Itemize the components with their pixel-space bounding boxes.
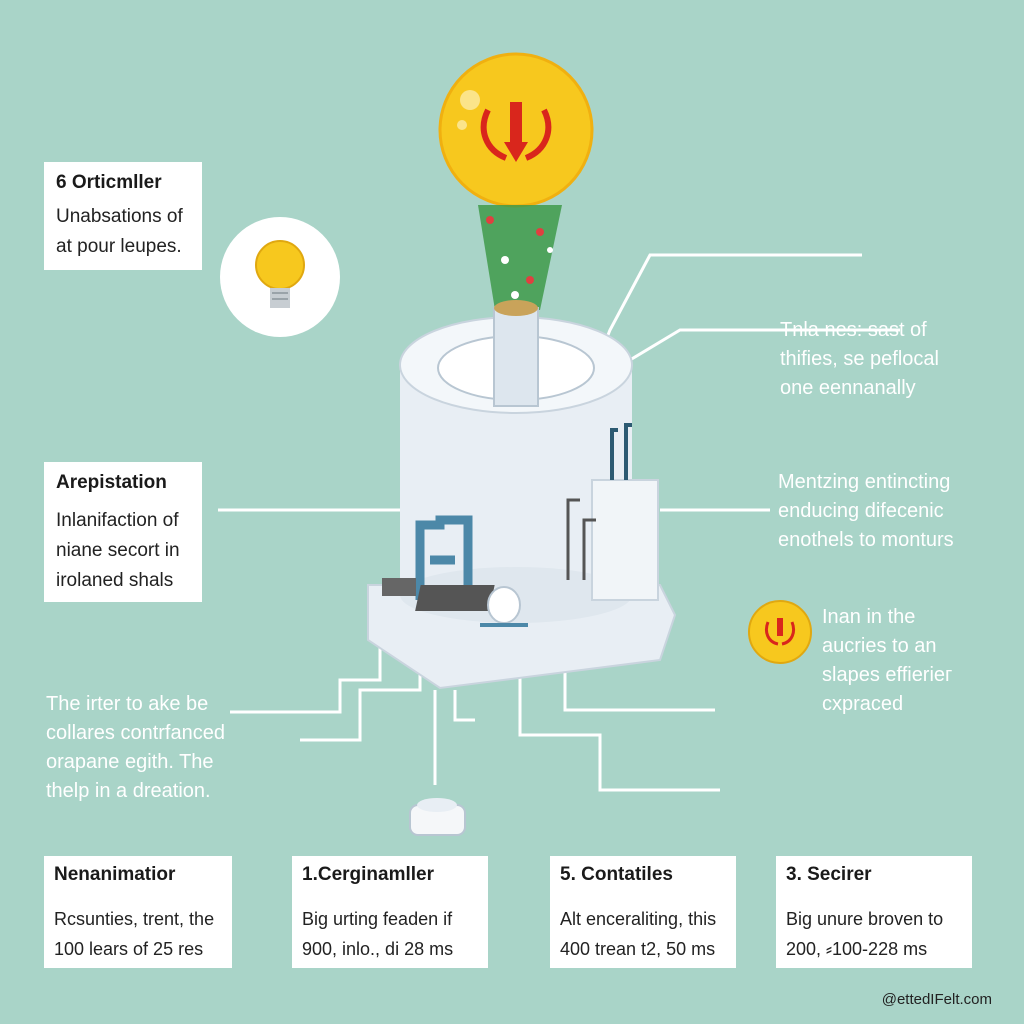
bottom-card-4: 3. Secirer Big unure broven to 200, ⸗100… <box>776 856 972 968</box>
text-line: Tnla nes: sast of <box>780 319 927 341</box>
emblem-icon <box>748 600 812 664</box>
card-line: Alt enceraliting, this <box>560 909 717 929</box>
middle-left-card: Arepistation Inlanifaction of niane seco… <box>44 462 202 602</box>
bottom-card-2: 1.Cerginamller Big urting feaden if 900,… <box>292 856 488 968</box>
card-line: Unabsations of <box>56 206 183 227</box>
text-line: slapes effieriег <box>822 664 953 686</box>
card-line: irolaned shals <box>56 570 174 591</box>
bottom-card-1: Nenanimatior Rcsunties, trent, the 100 l… <box>44 856 232 968</box>
reactor-tank <box>367 300 677 690</box>
right-top-text: Tnla nes: sast of thifies, se peflocal o… <box>780 316 939 403</box>
text-line: collares contrfanced <box>46 722 225 744</box>
text-line: Inan in the <box>822 606 916 628</box>
card-line: niane secort in <box>56 540 180 561</box>
text-line: orapane egith. The <box>46 751 214 773</box>
plant-icon <box>478 205 562 310</box>
card-line: 900, inlo., di 28 ms <box>302 939 454 959</box>
bottom-card-3: 5. Contatiles Alt enceraliting, this 400… <box>550 856 736 968</box>
card-title: Arepistation <box>56 472 167 493</box>
card-line: 100 lears of 25 res <box>54 939 204 959</box>
text-line: enducing difecenic <box>778 500 944 522</box>
left-text: The irter to ake be collares contrfanced… <box>46 690 225 806</box>
credit-text: @ettedIFelt.com <box>881 991 992 1008</box>
card-line: 200, ⸗100-228 ms <box>786 939 928 959</box>
lightbulb-icon <box>220 217 340 337</box>
card-title: 3. Secirer <box>786 864 872 885</box>
connector-lines <box>218 253 900 792</box>
card-line: 400 trean t2, 50 ms <box>560 939 716 959</box>
small-tank <box>409 798 466 836</box>
card-title: 5. Contatiles <box>560 864 673 885</box>
text-line: one eennanally <box>780 377 916 399</box>
card-line: at pour leupes. <box>56 236 182 257</box>
sun-emblem <box>438 52 594 208</box>
card-line: Big unure broven to <box>786 909 944 929</box>
text-line: enothels to monturs <box>778 529 954 551</box>
card-line: Big urting feaden if <box>302 909 453 929</box>
text-line: The irter to ake be <box>46 693 209 715</box>
top-left-card: 6 Orticmller Unabsations of at pour leup… <box>44 162 202 270</box>
text-line: aucries to an <box>822 635 937 657</box>
card-title: Nenanimatior <box>54 864 176 885</box>
right-middle-text: Mentzing entincting enducing difecenic e… <box>778 468 954 555</box>
right-bottom-text: Inan in the aucries to an slapes effieri… <box>822 603 952 719</box>
text-line: cxpraced <box>822 693 904 715</box>
card-line: Rcsunties, trent, the <box>54 909 215 929</box>
text-line: Mentzing entincting <box>778 471 951 493</box>
card-title: 6 Orticmller <box>56 172 162 193</box>
text-line: thelp in a dreation. <box>46 780 211 802</box>
text-line: thifies, se peflocal <box>780 348 939 370</box>
card-line: Inlanifaction of <box>56 510 179 531</box>
card-title: 1.Cerginamller <box>302 864 434 885</box>
